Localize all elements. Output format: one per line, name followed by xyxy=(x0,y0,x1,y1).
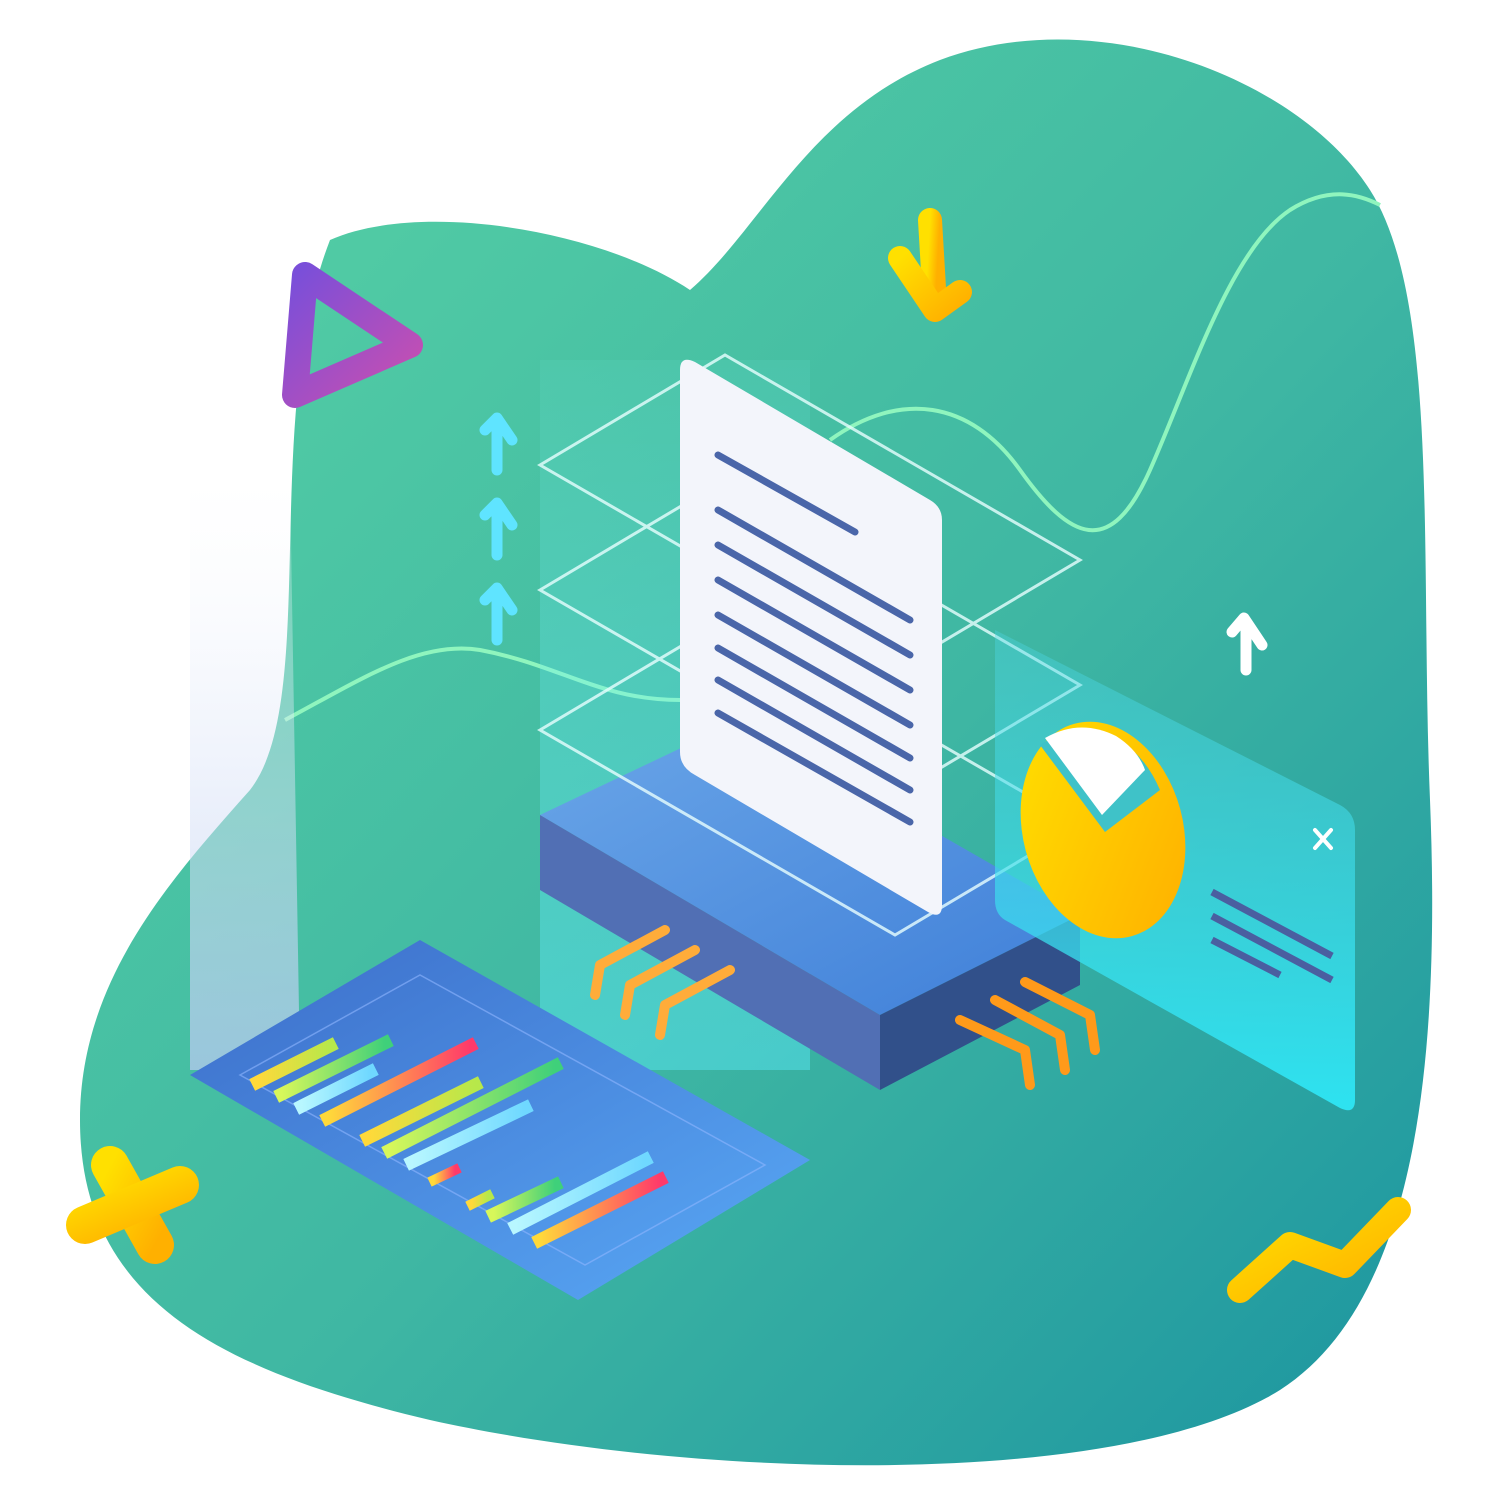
arrow-up-icon xyxy=(479,412,518,646)
chip-side-left xyxy=(540,815,880,1090)
connector-right xyxy=(955,977,1100,1090)
document-icon xyxy=(680,359,942,915)
bar-chart-icon xyxy=(249,1034,669,1249)
zigzag-icon xyxy=(1227,1197,1411,1303)
connector-left xyxy=(590,925,735,1040)
trend-curve-right xyxy=(828,192,1381,532)
left-glass-wall xyxy=(190,480,300,1070)
panel-text-lines xyxy=(1210,888,1334,984)
chip-top xyxy=(540,720,1080,1015)
pie-chart-icon xyxy=(1020,721,1186,939)
plus-icon xyxy=(66,1146,199,1264)
arrow-down-icon xyxy=(888,208,972,322)
plus-icon xyxy=(1313,828,1333,850)
triangle-play-icon xyxy=(282,262,423,408)
arrow-up-icon xyxy=(1226,612,1268,676)
chip-side-right xyxy=(880,915,1080,1090)
document-text-lines xyxy=(714,451,914,826)
bar-chart-floor xyxy=(190,940,810,1300)
chip-icon xyxy=(540,720,1100,1090)
